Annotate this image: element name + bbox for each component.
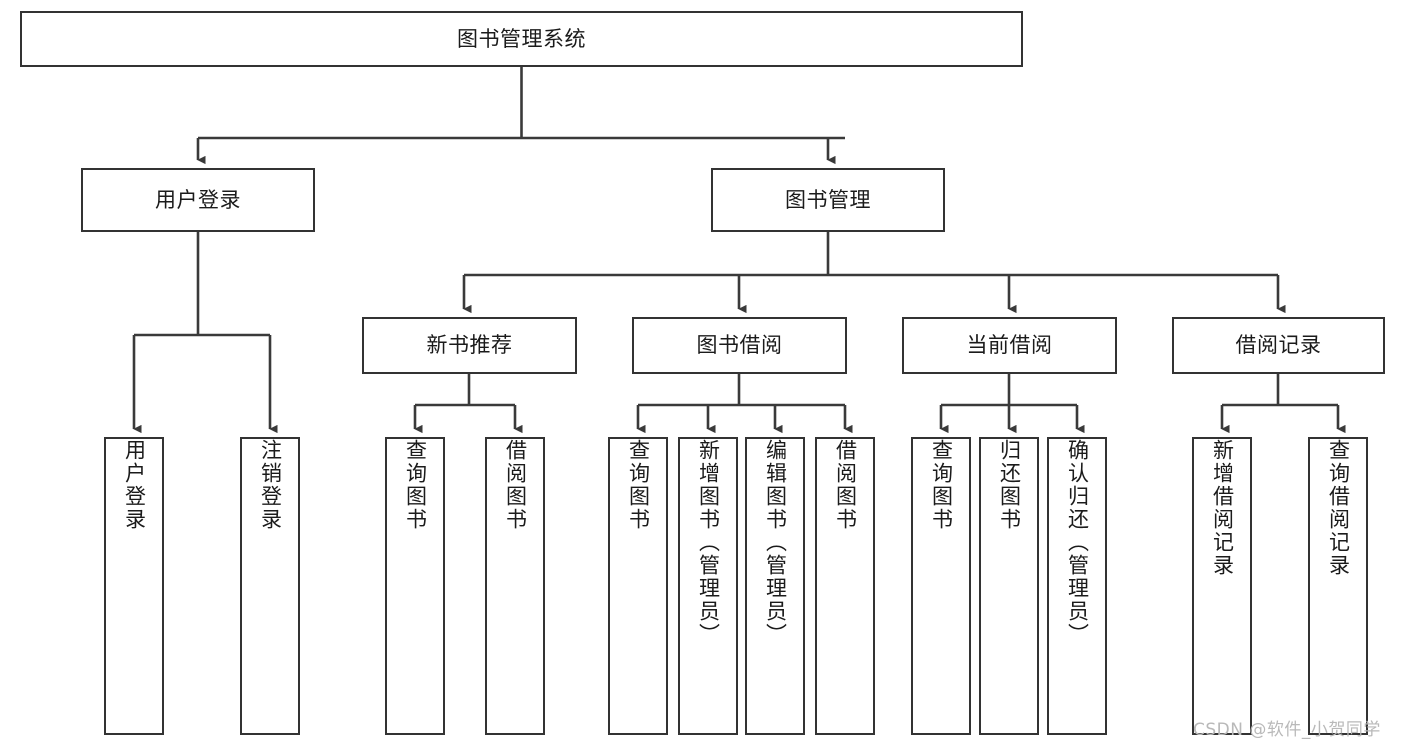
node-user-login[interactable]: 用户登录: [81, 168, 315, 232]
node-leaf-borrow-book-b[interactable]: 借阅图书: [815, 437, 875, 735]
node-leaf-query-record-label: 查询借阅记录: [1326, 439, 1351, 577]
node-book-manage[interactable]: 图书管理: [711, 168, 945, 232]
watermark-text: CSDN @软件_小贺同学: [1193, 720, 1381, 740]
node-leaf-borrow-book-b-label: 借阅图书: [833, 439, 858, 531]
node-book-borrow-label: 图书借阅: [696, 333, 783, 358]
node-leaf-query-book-c-label: 查询图书: [929, 439, 954, 531]
node-leaf-query-record[interactable]: 查询借阅记录: [1308, 437, 1368, 735]
node-leaf-borrow-book-a[interactable]: 借阅图书: [485, 437, 545, 735]
node-leaf-add-book[interactable]: 新增图书（管理员）: [678, 437, 738, 735]
node-new-book-rec-label: 新书推荐: [426, 333, 513, 358]
node-current-borrow[interactable]: 当前借阅: [902, 317, 1117, 374]
node-leaf-return-book[interactable]: 归还图书: [979, 437, 1039, 735]
node-leaf-query-book-b-label: 查询图书: [626, 439, 651, 531]
node-leaf-confirm-return[interactable]: 确认归还（管理员）: [1047, 437, 1107, 735]
node-book-borrow[interactable]: 图书借阅: [632, 317, 847, 374]
node-leaf-add-book-label: 新增图书（管理员）: [696, 439, 721, 646]
node-root-label: 图书管理系统: [457, 26, 586, 51]
node-leaf-logout[interactable]: 注销登录: [240, 437, 300, 735]
node-leaf-query-book-c[interactable]: 查询图书: [911, 437, 971, 735]
node-leaf-add-record[interactable]: 新增借阅记录: [1192, 437, 1252, 735]
node-leaf-query-book-a[interactable]: 查询图书: [385, 437, 445, 735]
node-borrow-record-label: 借阅记录: [1235, 333, 1322, 358]
node-borrow-record[interactable]: 借阅记录: [1172, 317, 1385, 374]
node-leaf-user-login-label: 用户登录: [122, 439, 147, 531]
node-leaf-edit-book[interactable]: 编辑图书（管理员）: [745, 437, 805, 735]
node-leaf-confirm-return-label: 确认归还（管理员）: [1065, 439, 1090, 646]
node-new-book-rec[interactable]: 新书推荐: [362, 317, 577, 374]
node-leaf-borrow-book-a-label: 借阅图书: [503, 439, 528, 531]
node-leaf-query-book-a-label: 查询图书: [403, 439, 428, 531]
node-leaf-query-book-b[interactable]: 查询图书: [608, 437, 668, 735]
node-leaf-return-book-label: 归还图书: [997, 439, 1022, 531]
node-leaf-logout-label: 注销登录: [258, 439, 283, 531]
node-leaf-edit-book-label: 编辑图书（管理员）: [763, 439, 788, 646]
node-current-borrow-label: 当前借阅: [966, 333, 1053, 358]
node-root[interactable]: 图书管理系统: [20, 11, 1023, 67]
node-leaf-add-record-label: 新增借阅记录: [1210, 439, 1235, 577]
node-leaf-user-login[interactable]: 用户登录: [104, 437, 164, 735]
node-book-manage-label: 图书管理: [785, 187, 871, 212]
node-user-login-label: 用户登录: [155, 187, 241, 212]
